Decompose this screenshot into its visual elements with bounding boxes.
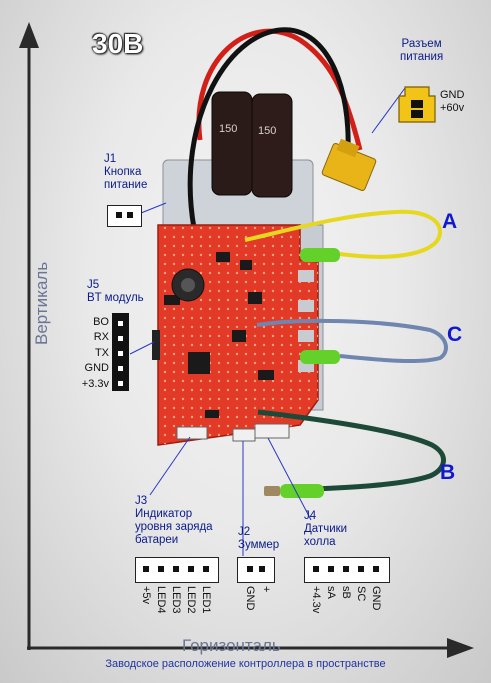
j3-name-line1: Индикатор — [135, 508, 193, 520]
j4-pin-sb: sB — [340, 586, 352, 599]
j3-pin-led2: LED2 — [185, 586, 197, 614]
j2-name: Зуммер — [238, 539, 280, 551]
j4-pin-gnd: GND — [370, 586, 382, 611]
j3-id: J3 — [135, 495, 148, 507]
power-socket-icon — [398, 86, 436, 123]
svg-text:150: 150 — [219, 123, 237, 135]
j3-name-line3: батареи — [135, 534, 179, 546]
horizontal-axis-label: Горизонталь — [182, 636, 281, 655]
j5-name: BT модуль — [87, 292, 144, 304]
j4-label: J4 Датчики холла — [304, 510, 347, 549]
power-pin-gnd: GND — [440, 89, 465, 101]
j1-label: J1 Кнопка питание — [104, 153, 147, 192]
horizontal-axis-arrowhead — [447, 638, 474, 658]
j5-pin-gnd: GND — [84, 362, 109, 374]
j4-name-line1: Датчики — [304, 523, 348, 535]
j5-connector — [112, 313, 129, 391]
voltage-title: 30В — [92, 28, 144, 59]
j5-label: J5 BT модуль — [87, 279, 144, 305]
j2-label: J2 Зуммер — [238, 526, 279, 552]
diagram-caption: Заводское расположение контроллера в про… — [105, 658, 386, 670]
j2-pin-gnd: GND — [244, 586, 256, 611]
leader-j4 — [267, 437, 312, 521]
j3-connector — [135, 557, 219, 583]
controller-board: 150 150 — [152, 91, 319, 446]
j3-pin-led3: LED3 — [170, 586, 182, 614]
j4-id: J4 — [304, 510, 317, 522]
power-connector-line2: питания — [400, 51, 444, 63]
j4-pin-sa: sA — [325, 586, 337, 599]
power-connector-label: Разъем питания — [400, 38, 443, 64]
j4-connector — [304, 557, 390, 583]
j1-name-line1: Кнопка — [104, 166, 142, 178]
j5-pin-3v3: +3.3v — [81, 378, 109, 390]
j3-name-line2: уровня заряда — [135, 521, 213, 533]
phase-a-label: A — [442, 210, 458, 233]
svg-text:150: 150 — [258, 125, 276, 137]
j2-connector — [237, 557, 275, 583]
j1-connector — [107, 205, 142, 227]
black-power-wire — [187, 27, 351, 229]
power-connector-line1: Разъем — [401, 38, 442, 50]
j5-pin-bo: BO — [93, 316, 109, 328]
phase-wire-green — [257, 409, 446, 493]
j3-pin-5v: +5v — [140, 586, 152, 605]
phase-c-label: C — [447, 323, 463, 346]
vertical-axis-arrowhead — [19, 22, 39, 48]
j2-pin-plus: + — [260, 586, 272, 593]
capacitor-left — [211, 91, 253, 196]
j4-name-line2: холла — [304, 536, 336, 548]
j1-id: J1 — [104, 153, 117, 165]
j3-pin-led1: LED1 — [200, 586, 212, 614]
phase-wire-blue — [256, 318, 448, 364]
phase-b-label: B — [440, 461, 456, 484]
j4-pin-4v3: +4.3v — [310, 586, 322, 614]
leader-j3 — [149, 436, 191, 496]
leader-j1 — [140, 202, 167, 214]
j2-id: J2 — [238, 526, 251, 538]
j1-name-line2: питание — [104, 179, 148, 191]
j5-pin-rx: RX — [93, 331, 109, 343]
j5-pin-tx: TX — [94, 347, 109, 359]
j3-pin-led4: LED4 — [155, 586, 167, 614]
leader-j5 — [129, 341, 155, 355]
phase-wire-yellow — [244, 209, 443, 259]
j4-pin-sc: SC — [355, 586, 367, 602]
j3-label: J3 Индикатор уровня заряда батареи — [135, 495, 213, 547]
power-pin-60v: +60v — [440, 102, 465, 114]
j5-id: J5 — [87, 279, 100, 291]
xt60-connector — [321, 138, 377, 191]
capacitor-right — [251, 93, 293, 198]
vertical-axis-label: Вертикаль — [32, 261, 51, 345]
